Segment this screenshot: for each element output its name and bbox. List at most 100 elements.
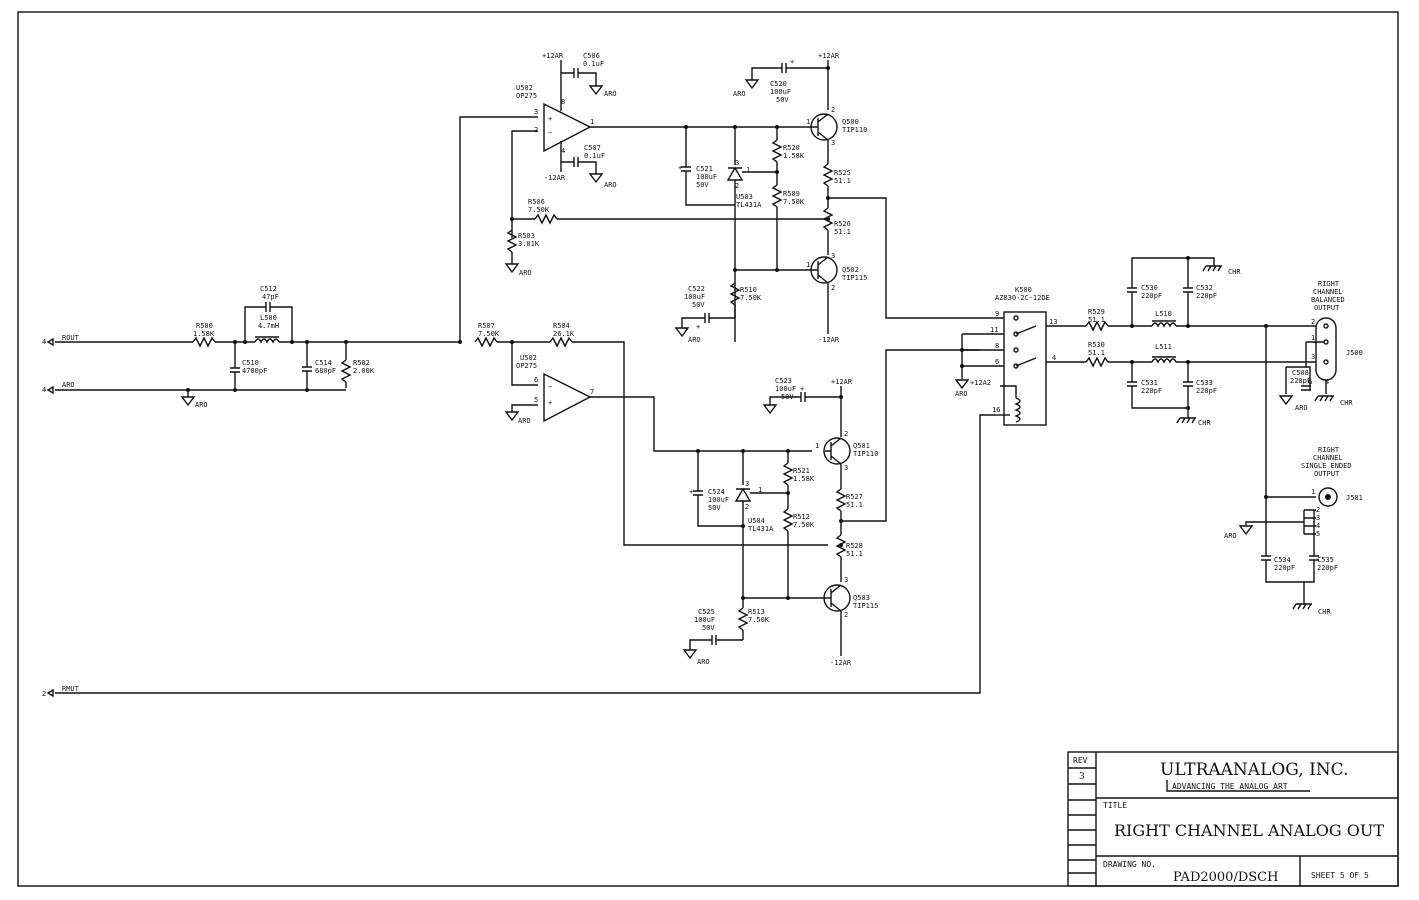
u502b-opamp[interactable] [543,372,592,423]
c534-capacitor[interactable] [1260,555,1272,561]
u504-ref: U504 [748,517,765,525]
svg-text:+: + [548,115,552,123]
q500-transistor[interactable] [810,113,838,141]
svg-text:6: 6 [995,358,999,366]
c521-capacitor[interactable] [680,166,692,172]
c524-capacitor[interactable] [692,490,704,496]
j500-label-3: BALANCED [1311,296,1345,304]
q503-ref: Q503 [853,594,870,602]
r529-ref: R529 [1088,308,1105,316]
c510-capacitor[interactable] [229,367,241,373]
u504-part: TL431A [748,525,774,533]
r502-resistor[interactable] [341,359,351,383]
c520-ref: C520 [770,80,787,88]
c522-ground-label: ARO [688,336,701,344]
svg-text:2: 2 [1311,318,1315,326]
r513-resistor[interactable] [738,607,748,631]
svg-text:1: 1 [1311,334,1315,342]
r504-resistor[interactable] [549,337,573,347]
svg-text:13: 13 [1049,318,1057,326]
j501-label-3: SINGLE ENDED [1301,462,1352,470]
c530-capacitor[interactable] [1126,287,1138,293]
j501-label-1: RIGHT [1318,446,1340,454]
r507-resistor[interactable] [474,337,498,347]
c520-capacitor[interactable] [781,62,787,74]
c525-volt: 50V [702,624,715,632]
rout-label[interactable]: ROUT [62,334,80,342]
c531-capacitor[interactable] [1126,381,1138,387]
u504-shunt-reference[interactable] [734,487,752,502]
c520-volt: 50V [776,96,789,104]
u502a-neg-supply: -12AR [544,174,566,182]
c532-ref: C532 [1196,284,1213,292]
r510-value: 7.50K [740,294,762,302]
c510-value: 4700pF [242,367,267,375]
j501-ref: J501 [1346,494,1363,502]
c523-capacitor[interactable] [800,391,806,403]
l510-inductor[interactable] [1151,322,1177,328]
j500-ref: J500 [1346,349,1363,357]
svg-text:3: 3 [831,139,835,147]
c530-ref: C530 [1141,284,1158,292]
c507-ref: C507 [584,144,601,152]
svg-text:4: 4 [1052,354,1056,362]
aro-pin: 4 [42,386,46,394]
j500-xlr-connector[interactable] [1315,317,1337,381]
r509-resistor[interactable] [772,184,782,208]
r506-resistor[interactable] [534,214,558,224]
r520-resistor[interactable] [772,139,782,163]
c506-capacitor[interactable] [573,67,579,79]
c522-capacitor[interactable] [704,312,710,324]
k500-relay[interactable] [1003,311,1047,426]
c521-ref: C521 [696,165,713,173]
r500-resistor[interactable] [192,337,216,347]
j501-rca-connector[interactable] [1318,487,1338,507]
c523-value: 100uF [775,385,796,393]
rmut-label[interactable]: RMUT [62,685,80,693]
q503-part: TIP115 [853,602,878,610]
aro-input-label[interactable]: ARO [62,381,75,389]
u503-shunt-reference[interactable] [726,166,744,181]
c512-capacitor[interactable] [265,301,271,313]
r509-ref: R509 [783,190,800,198]
svg-text:2: 2 [735,182,739,190]
q501-transistor[interactable] [823,437,851,465]
svg-text:3: 3 [534,108,538,116]
svg-text:3: 3 [1316,514,1320,522]
r512-resistor[interactable] [783,508,793,532]
c525-capacitor[interactable] [711,634,717,646]
r530-resistor[interactable] [1085,357,1109,367]
k500-relay-supply: +12A2 [970,379,991,387]
company-tagline: ADVANCING THE ANALOG ART [1172,782,1288,791]
chr-ground-label-mid: CHR [1198,419,1211,427]
r510-ref: R510 [740,286,757,294]
r500-value: 1.58K [193,330,215,338]
l511-inductor[interactable] [1151,358,1177,364]
r506-value: 7.50K [528,206,550,214]
j500-label-1: RIGHT [1318,280,1340,288]
c522-volt: 50V [692,301,705,309]
r525-resistor[interactable] [823,163,833,187]
svg-text:3: 3 [1311,353,1315,361]
r527-resistor[interactable] [836,488,846,512]
c533-capacitor[interactable] [1182,381,1194,387]
drawing-no-label: DRAWING NO. [1103,860,1156,869]
c514-capacitor[interactable] [301,366,313,372]
title-label: TITLE [1103,801,1127,810]
svg-text:1: 1 [746,166,750,174]
svg-text:1: 1 [806,261,810,269]
j500-label-4: OUTPUT [1314,304,1340,312]
svg-text:2: 2 [844,611,848,619]
r504-value: 26.1K [553,330,575,338]
c524-ref: C524 [708,488,725,496]
c532-capacitor[interactable] [1182,287,1194,293]
r521-resistor[interactable] [783,462,793,486]
l511-ref: L511 [1155,343,1172,351]
j500-chr-label: CHR [1340,399,1353,407]
svg-text:3: 3 [745,480,749,488]
c507-capacitor[interactable] [573,156,579,168]
j501-label-2: CHANNEL [1313,454,1343,462]
r507-ref: R507 [478,322,495,330]
u502a-opamp[interactable] [543,102,592,153]
l500-inductor[interactable] [254,338,280,344]
